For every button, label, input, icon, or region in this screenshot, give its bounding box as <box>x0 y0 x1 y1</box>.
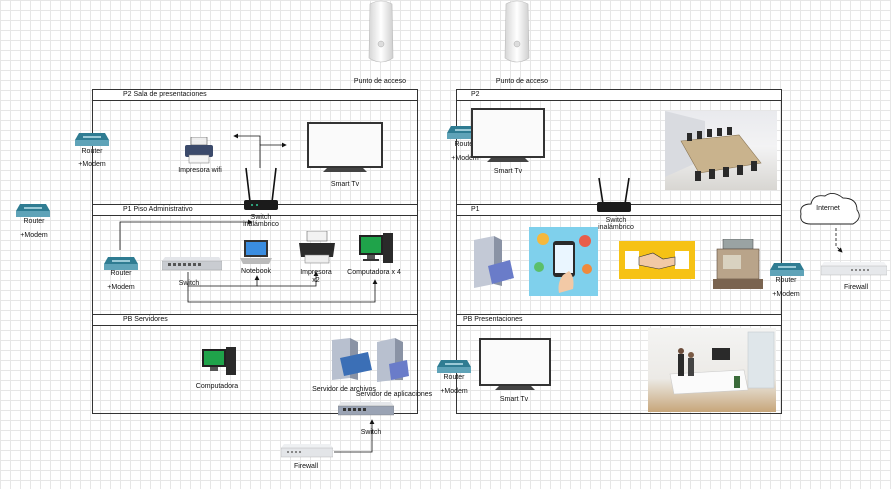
smart-tv-icon <box>479 338 551 390</box>
router-icon <box>437 360 471 373</box>
left-pb-title: PB Servidores <box>123 316 168 323</box>
smart-tv-icon <box>471 108 545 162</box>
modem-label: +Modem <box>440 388 468 395</box>
access-point-icon <box>368 0 394 63</box>
file-server-icon <box>332 338 372 380</box>
cash-register-icon <box>713 239 763 289</box>
wireless-switch-label: Switch inalámbrico <box>243 214 279 228</box>
printer-icon <box>185 137 213 164</box>
wireless-switch-icon <box>244 167 278 210</box>
switch-icon <box>162 257 222 271</box>
right-p1-title: P1 <box>471 206 480 213</box>
modem-label: +Modem <box>451 155 479 162</box>
router-icon <box>16 204 50 217</box>
app-server-icon <box>377 338 409 382</box>
app-server-label: Servidor de aplicaciones <box>355 391 433 398</box>
handshake-image <box>619 241 695 279</box>
router-label: Router <box>454 141 476 148</box>
right-p2-title: P2 <box>471 91 480 98</box>
printer-wifi-label: Impresora wifi <box>178 167 222 174</box>
right-pb-band: PB Presentaciones <box>456 314 782 326</box>
router-icon <box>104 257 138 270</box>
computer-icon <box>202 347 236 375</box>
router-label: Router <box>23 218 45 225</box>
cloud-icon <box>800 193 860 225</box>
file-server-label: Servidor de archivos <box>312 386 376 393</box>
router-label: Router <box>443 374 465 381</box>
firewall-label: Firewall <box>293 463 319 470</box>
router-label: Router <box>775 277 797 284</box>
switch-icon <box>338 402 394 416</box>
left-pb-band: PB Servidores <box>92 314 418 326</box>
access-point-label-1: Punto de acceso <box>353 78 407 85</box>
right-p2-band: P2 <box>456 89 782 101</box>
smart-tv-icon <box>307 122 383 172</box>
notebook-icon <box>240 240 272 264</box>
switch-label: Switch <box>360 429 382 436</box>
mobile-apps-image <box>529 227 598 296</box>
modem-label: +Modem <box>78 161 106 168</box>
server-icon <box>474 236 514 288</box>
reception-photo <box>648 328 776 412</box>
computer-label: Computadora <box>195 383 239 390</box>
smart-tv-label: Smart Tv <box>499 396 529 403</box>
computers-label: Computadora x 4 <box>347 269 401 276</box>
left-p2-band: P2 Sala de presentaciones <box>92 89 418 101</box>
internet-label: Internet <box>816 205 840 212</box>
firewall-label: Firewall <box>843 284 869 291</box>
left-p1-title: P1 Piso Administrativo <box>123 206 193 213</box>
smart-tv-label: Smart Tv <box>330 181 360 188</box>
firewall-icon <box>281 444 333 458</box>
switch-label: Switch <box>178 280 200 287</box>
right-pb-title: PB Presentaciones <box>463 316 523 323</box>
access-point-icon <box>504 0 530 63</box>
printer-icon <box>299 231 335 264</box>
router-label: Router <box>81 148 103 155</box>
modem-label: +Modem <box>107 284 135 291</box>
printer-label: Impresora <box>300 269 332 276</box>
wireless-switch-icon <box>597 177 631 212</box>
left-p2-title: P2 Sala de presentaciones <box>123 91 207 98</box>
meeting-room-photo <box>665 111 777 190</box>
router-label: Router <box>110 270 132 277</box>
wireless-switch-label: Switch inalámbrico <box>598 217 634 231</box>
router-icon <box>75 133 109 146</box>
access-point-label-2: Punto de acceso <box>495 78 549 85</box>
notebook-label: Notebook <box>241 268 271 275</box>
modem-label: +Modem <box>20 232 48 239</box>
computer-icon <box>359 233 393 263</box>
modem-label: +Modem <box>772 291 800 298</box>
smart-tv-label: Smart Tv <box>493 168 523 175</box>
printer-qty-label: x2 <box>312 277 320 284</box>
router-icon <box>770 263 804 276</box>
firewall-icon <box>821 262 887 276</box>
